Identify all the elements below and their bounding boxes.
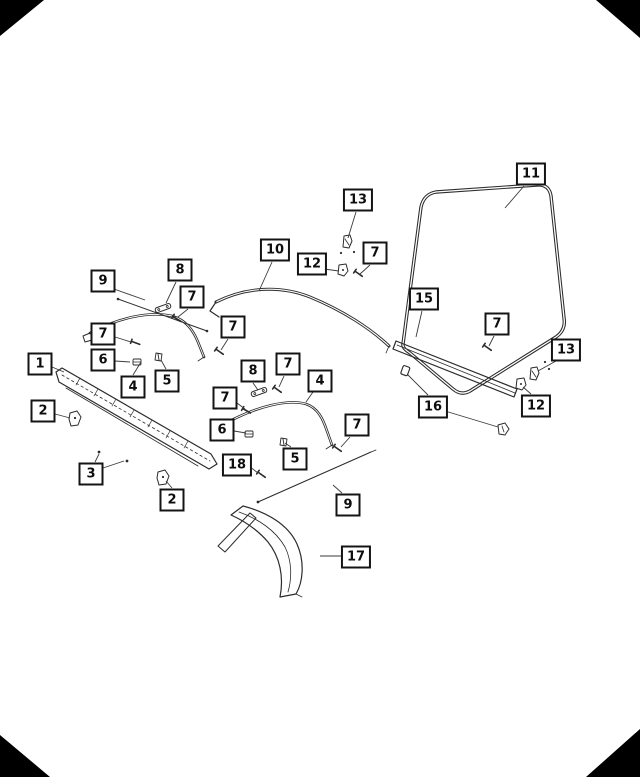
callout-box: 3 <box>78 462 104 486</box>
callout-box: 7 <box>212 386 238 410</box>
screw-icons <box>129 268 493 453</box>
part-10-side-rail-seal <box>209 287 391 354</box>
callout-label: 7 <box>187 289 197 305</box>
callout-box: 7 <box>484 312 510 336</box>
part-3-fasteners <box>97 450 129 463</box>
callout-label: 9 <box>343 497 353 513</box>
callout-label: 13 <box>348 192 368 208</box>
callout-box: 6 <box>209 418 235 442</box>
callout-box: 9 <box>90 269 116 293</box>
part-5-clip-bottom <box>279 437 288 447</box>
part-11-surround-seal <box>401 183 567 395</box>
callout-label: 6 <box>98 352 108 368</box>
callout-box: 2 <box>30 399 56 423</box>
part-17-pillar-trim <box>217 505 303 598</box>
callout-label: 17 <box>346 549 366 565</box>
callout-label: 12 <box>302 256 322 272</box>
callout-box: 7 <box>179 285 205 309</box>
callout-label: 3 <box>86 466 96 482</box>
part-5-clip-top <box>154 352 163 362</box>
callout-label: 18 <box>227 457 247 473</box>
part-6-clip-bottom <box>244 430 254 438</box>
callout-label: 10 <box>265 242 285 258</box>
callout-box: 12 <box>520 394 552 418</box>
callout-label: 5 <box>162 373 172 389</box>
callout-label: 12 <box>526 398 546 414</box>
callout-label: 7 <box>228 319 238 335</box>
callout-box: 7 <box>344 413 370 437</box>
part-13-bracket-right <box>529 360 551 381</box>
callout-label: 9 <box>98 273 108 289</box>
callout-box: 5 <box>282 447 308 471</box>
callout-label: 13 <box>556 342 576 358</box>
callout-box: 10 <box>259 238 291 262</box>
callout-label: 7 <box>220 390 230 406</box>
callout-label: 2 <box>167 492 177 508</box>
callout-box: 13 <box>550 338 582 362</box>
callout-label: 6 <box>217 422 227 438</box>
callout-box: 4 <box>307 369 333 393</box>
callout-label: 8 <box>248 363 258 379</box>
callout-box: 8 <box>167 258 193 282</box>
part-13-bracket-top <box>339 234 356 255</box>
callout-label: 2 <box>38 403 48 419</box>
callout-label: 7 <box>370 245 380 261</box>
callout-label: 4 <box>315 373 325 389</box>
callout-box: 9 <box>335 493 361 517</box>
callout-label: 7 <box>283 356 293 372</box>
callout-box: 7 <box>220 315 246 339</box>
callout-label: 8 <box>175 262 185 278</box>
callout-box: 7 <box>90 322 116 346</box>
callout-box: 15 <box>408 287 440 311</box>
callout-label: 7 <box>98 326 108 342</box>
callout-box: 17 <box>340 545 372 569</box>
callout-box: 16 <box>417 395 449 419</box>
part-15-rear-rail-seal <box>392 340 518 398</box>
callout-label: 1 <box>35 356 45 372</box>
callout-box: 8 <box>240 359 266 383</box>
part-1-header-rail <box>55 367 218 470</box>
callout-box: 13 <box>342 188 374 212</box>
callout-box: 4 <box>120 375 146 399</box>
callout-box: 5 <box>154 369 180 393</box>
callout-label: 16 <box>423 399 443 415</box>
part-4-bow-right <box>220 401 334 450</box>
part-2-bracket-right <box>156 469 170 486</box>
callout-label: 5 <box>290 451 300 467</box>
part-2-bracket-left <box>68 410 82 427</box>
callout-label: 7 <box>352 417 362 433</box>
part-8-link-top <box>154 303 172 313</box>
callout-box: 12 <box>296 252 328 276</box>
callout-box: 6 <box>90 348 116 372</box>
callout-box: 7 <box>362 241 388 265</box>
part-9-rod-top <box>116 297 209 333</box>
part-8-link-bottom <box>250 387 268 397</box>
callout-box: 18 <box>221 453 253 477</box>
part-4-bow-left <box>82 313 206 362</box>
part-18-screw <box>255 469 267 479</box>
part-12-bracket-top <box>337 263 349 277</box>
part-16-bracket <box>497 422 510 436</box>
callout-box: 2 <box>159 488 185 512</box>
callout-label: 15 <box>414 291 434 307</box>
callout-label: 4 <box>128 379 138 395</box>
callout-label: 7 <box>492 316 502 332</box>
leader-lines <box>51 185 557 557</box>
callout-box: 11 <box>515 162 547 186</box>
callout-label: 11 <box>521 166 541 182</box>
part-9-rod-bottom <box>256 449 377 504</box>
callout-box: 1 <box>27 352 53 376</box>
callout-box: 7 <box>275 352 301 376</box>
